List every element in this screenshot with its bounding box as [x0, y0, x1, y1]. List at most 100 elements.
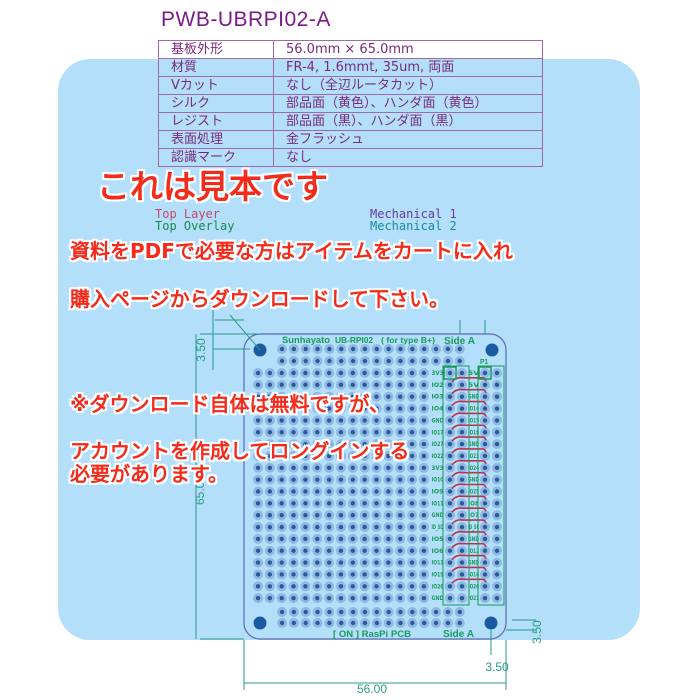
drill-hole	[326, 524, 332, 530]
trace	[451, 400, 487, 407]
drill-hole	[494, 465, 500, 470]
drill-hole	[350, 370, 355, 376]
drill-hole	[422, 346, 427, 352]
notice-line-3: ※ダウンロード自体は無料ですが、	[70, 392, 390, 416]
drill-hole	[386, 394, 391, 399]
legend-mechanical-2: Mechanical 2	[370, 219, 457, 233]
drill-hole	[374, 406, 379, 411]
drill-hole	[457, 346, 462, 352]
drill-hole	[374, 453, 379, 459]
drill-hole	[315, 430, 320, 435]
drill-hole	[291, 513, 296, 518]
drill-hole	[421, 501, 427, 506]
drill-hole	[339, 609, 344, 615]
drill-hole	[350, 406, 355, 411]
drill-hole	[279, 560, 284, 565]
drill-hole	[291, 441, 296, 447]
spec-label: 材質	[158, 58, 274, 77]
drill-hole	[433, 358, 439, 364]
notice-line-4: アカウントを作成してロングインする必要があります。	[70, 439, 410, 486]
drill-hole	[338, 370, 344, 376]
drill-hole	[421, 572, 427, 577]
drill-hole	[255, 501, 261, 506]
drill-hole	[409, 441, 415, 447]
drill-hole	[409, 370, 415, 376]
header-pin-label: IO17	[432, 429, 444, 436]
drill-hole	[315, 584, 320, 589]
drill-hole	[409, 477, 415, 482]
drill-hole	[447, 465, 453, 470]
drill-hole	[303, 477, 308, 482]
drill-hole	[315, 501, 320, 506]
drill-hole	[482, 489, 488, 494]
drill-hole	[303, 489, 308, 494]
drill-hole	[255, 489, 261, 494]
drill-hole	[326, 441, 332, 447]
drill-hole	[457, 358, 462, 364]
drill-hole	[409, 513, 415, 518]
drill-hole	[291, 609, 297, 615]
drill-hole	[350, 572, 355, 577]
drill-hole	[386, 441, 391, 447]
drill-hole	[398, 548, 403, 553]
notice-line-1: 資料をPDFで必要な方はアイテムをカートに入れ	[70, 239, 513, 263]
drill-hole	[410, 358, 415, 364]
trace	[451, 578, 487, 584]
drill-hole	[315, 609, 320, 615]
drill-hole	[421, 465, 427, 470]
drill-hole	[447, 394, 453, 399]
drill-hole	[459, 370, 465, 376]
drill-hole	[421, 536, 427, 542]
drill-hole	[374, 501, 379, 506]
drill-hole	[255, 477, 261, 482]
drill-hole	[362, 513, 367, 518]
drill-hole	[315, 620, 320, 626]
drill-hole	[421, 418, 427, 423]
drill-hole	[303, 346, 308, 352]
drill-hole	[267, 418, 273, 423]
drill-hole	[447, 560, 453, 565]
drill-hole	[326, 536, 332, 542]
drill-hole	[338, 477, 344, 482]
drill-hole	[459, 430, 465, 435]
trace	[451, 507, 487, 513]
drill-hole	[303, 418, 308, 423]
header-pin-label: IO12	[468, 548, 479, 555]
drill-hole	[315, 406, 320, 411]
drill-hole	[315, 513, 320, 518]
drill-hole	[459, 560, 465, 565]
drill-hole	[398, 513, 403, 518]
drill-hole	[362, 430, 367, 435]
drill-hole	[421, 560, 427, 565]
drill-hole	[291, 465, 296, 470]
spec-label: シルク	[158, 94, 274, 113]
drill-hole	[267, 572, 273, 577]
header-pin-label: IO23	[468, 453, 479, 460]
drill-hole	[410, 346, 415, 352]
drill-hole	[459, 513, 465, 518]
drill-hole	[350, 346, 356, 352]
drill-hole	[279, 453, 284, 459]
drill-hole	[398, 453, 403, 459]
drill-hole	[445, 620, 451, 626]
drill-hole	[255, 584, 261, 589]
drill-hole	[303, 358, 308, 364]
drill-hole	[398, 430, 403, 435]
drill-hole	[303, 595, 308, 601]
drill-hole	[386, 465, 391, 470]
drill-hole	[267, 524, 273, 530]
drill-hole	[350, 595, 355, 601]
drill-hole	[421, 430, 427, 435]
drill-hole	[362, 489, 367, 494]
drill-hole	[374, 572, 379, 577]
drill-hole	[459, 595, 465, 601]
drill-hole	[327, 346, 332, 352]
drill-hole	[350, 536, 355, 542]
spec-value: 56.0mm × 65.0mm	[273, 40, 543, 59]
drill-hole	[315, 536, 320, 542]
drill-hole	[279, 477, 284, 482]
header-pin-label: IO27	[432, 441, 444, 448]
drill-hole	[327, 358, 332, 364]
drill-hole	[482, 536, 488, 542]
